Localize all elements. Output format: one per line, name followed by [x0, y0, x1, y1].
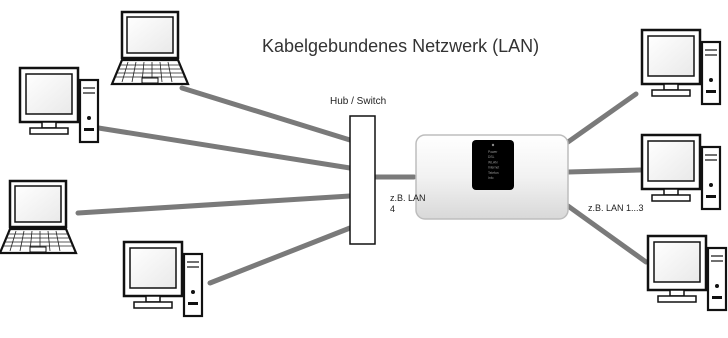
cable-desktop-left-top	[83, 123, 353, 171]
router-display-line: Info	[488, 176, 494, 180]
hub-switch	[349, 115, 376, 245]
cable-router-desktop-top	[565, 91, 639, 145]
desktop-bottom-left	[122, 240, 204, 318]
router-port-label: z.B. LAN 4	[390, 193, 426, 214]
cables	[75, 85, 649, 286]
desktop-right-top	[640, 28, 722, 106]
router-display-line: WLAN	[488, 160, 498, 164]
router-front-panel	[472, 140, 514, 190]
router-display-line: Telefon	[488, 171, 499, 175]
router-ports-label: z.B. LAN 1...3	[588, 203, 644, 213]
laptop-top	[110, 10, 190, 86]
cable-router-desktop-mid	[565, 167, 643, 175]
router-display-line: DSL	[488, 155, 495, 159]
laptop-left	[0, 179, 78, 255]
cable-router-desktop-bottom	[565, 203, 649, 265]
cable-desktop-bottom	[207, 225, 353, 286]
router-display-line: Internet	[488, 166, 499, 170]
hub-switch-label: Hub / Switch	[330, 96, 387, 107]
router-display-line: Power	[488, 150, 498, 154]
cable-laptop-top	[179, 85, 353, 143]
desktop-right-bottom	[646, 234, 728, 312]
diagram-title: Kabelgebundenes Netzwerk (LAN)	[262, 36, 540, 56]
cable-laptop-left	[75, 193, 353, 216]
desktop-right-mid	[640, 133, 722, 211]
desktop-left-top	[18, 66, 100, 144]
